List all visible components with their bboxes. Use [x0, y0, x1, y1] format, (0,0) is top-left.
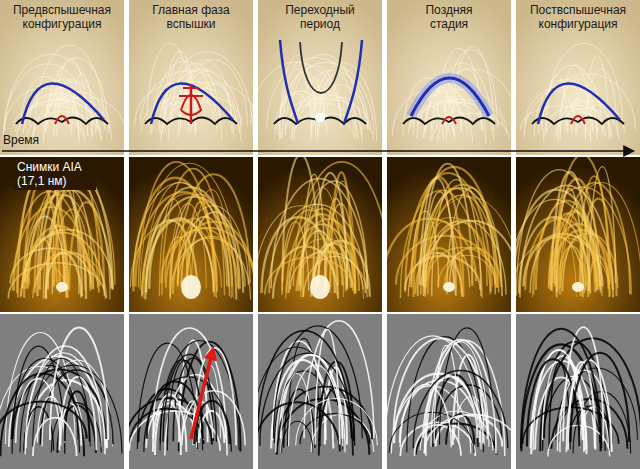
coronal-loop	[559, 101, 603, 134]
coronal-loop	[589, 167, 615, 283]
difference-image-panel	[385, 314, 521, 469]
coronal-loop	[33, 418, 77, 456]
coronal-loop	[16, 379, 61, 443]
coronal-loop	[178, 206, 248, 285]
coronal-loop	[296, 399, 378, 446]
coronal-loop	[258, 402, 340, 451]
coronal-loop	[25, 216, 64, 282]
coronal-loop	[434, 345, 459, 443]
coronal-loop	[153, 328, 226, 439]
coronal-loop	[265, 257, 355, 294]
aia-image-panel	[383, 157, 519, 312]
coronal-loop	[289, 365, 343, 446]
coronal-loop	[555, 157, 610, 284]
coronal-loop	[530, 237, 584, 293]
row-label: Снимки AIA (17,1 нм)	[14, 160, 96, 190]
coronal-loop	[417, 106, 443, 139]
coronal-loop	[141, 103, 191, 131]
stage-heading: Поствспышечная конфигурация	[519, 4, 637, 32]
field-line-schematic	[16, 40, 624, 124]
coronal-loop	[281, 373, 313, 452]
coronal-loop	[425, 252, 456, 294]
coronal-loop	[521, 329, 601, 448]
coronal-loop	[46, 58, 109, 133]
coronal-loop	[567, 99, 593, 130]
coronal-loop	[387, 336, 481, 449]
coronal-loop	[415, 425, 461, 456]
coronal-loop	[0, 401, 87, 438]
coronal-loop	[286, 239, 364, 299]
schematic-panel	[129, 0, 259, 155]
coronal-loop	[25, 346, 105, 454]
coronal-loop	[293, 162, 382, 286]
coronal-loop	[413, 370, 508, 448]
coronal-loop	[527, 359, 580, 446]
difference-image-panel	[0, 314, 124, 469]
coronal-loop	[425, 340, 496, 454]
aia-image-panel	[509, 154, 640, 312]
difference-image-panel	[250, 314, 382, 469]
axis-label: Время	[3, 134, 63, 148]
coronal-loop	[387, 219, 476, 281]
eruption-arrow	[191, 349, 213, 439]
difference-image-panel	[125, 314, 253, 469]
coronal-loop	[35, 252, 99, 293]
stage-heading: Переходный период	[275, 4, 365, 32]
coronal-loop	[169, 63, 222, 140]
schematic-panel	[251, 0, 382, 155]
coronal-loop	[33, 358, 90, 446]
coronal-loop	[516, 170, 602, 296]
aia-image-panel	[255, 154, 390, 312]
coronal-loop	[315, 330, 339, 445]
coronal-loop	[278, 62, 374, 134]
coronal-loop	[279, 55, 315, 138]
coronal-loop	[525, 219, 597, 290]
coronal-loop	[392, 90, 467, 135]
time-arrow	[2, 150, 634, 152]
schematic-panel	[516, 0, 640, 155]
coronal-loop	[166, 228, 238, 287]
coronal-loop	[539, 90, 577, 133]
coronal-loop	[12, 346, 65, 453]
coronal-loop	[129, 411, 220, 451]
coronal-loop	[178, 71, 234, 140]
coronal-loop	[25, 94, 78, 129]
coronal-loop	[258, 331, 351, 439]
difference-image-panel	[516, 314, 640, 469]
coronal-loop	[570, 353, 629, 442]
coronal-loop	[424, 221, 511, 288]
coronal-loop	[282, 421, 313, 452]
coronal-loop	[394, 374, 483, 444]
stage-heading: Главная фаза вспышки	[143, 4, 239, 32]
coronal-loop	[59, 377, 96, 450]
schematic-panel	[0, 0, 125, 155]
schematic-panel	[387, 0, 521, 155]
coronal-loop	[407, 337, 484, 453]
coronal-loop	[424, 414, 511, 453]
aia-image-panel	[129, 157, 256, 312]
coronal-loop	[572, 92, 593, 132]
coronal-loop	[271, 179, 367, 289]
aia-image-panel	[0, 157, 124, 312]
coronal-loop	[267, 58, 366, 129]
coronal-loop	[533, 350, 584, 450]
stage-heading: Предвспышечная конфигурация	[6, 4, 118, 32]
coronal-loop	[279, 387, 372, 440]
coronal-loop	[414, 177, 464, 297]
stage-heading: Поздняя стадия	[409, 4, 489, 32]
coronal-loop	[423, 192, 456, 296]
